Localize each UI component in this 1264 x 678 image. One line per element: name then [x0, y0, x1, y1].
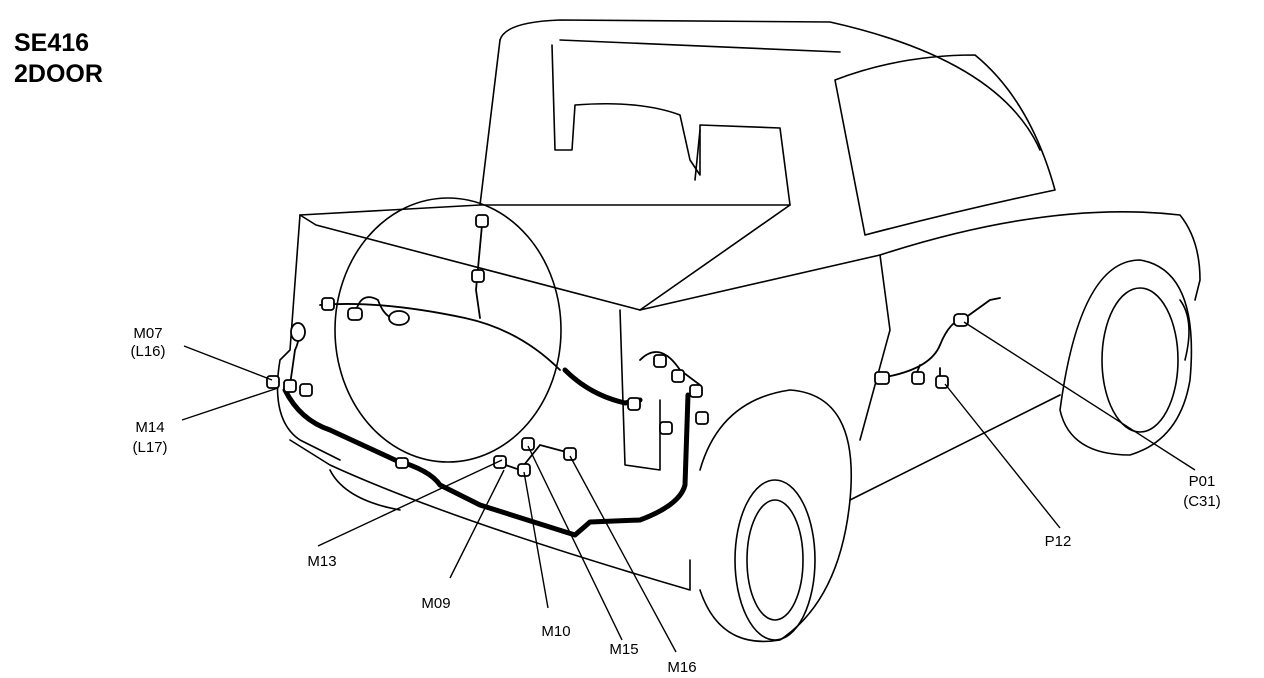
body-type: 2DOOR — [14, 60, 103, 88]
wire-harness — [282, 224, 1001, 538]
label-m07-sub: (L16) — [130, 343, 165, 360]
label-m14: M14 — [135, 419, 164, 436]
label-p01-sub: (C31) — [1183, 493, 1221, 510]
connector-blocks — [266, 214, 969, 477]
connector-labels: M07 (L16) M14 (L17) M13 M09 M10 M15 M16 … — [130, 325, 1220, 676]
vehicle-outline — [276, 19, 1201, 643]
label-m09: M09 — [421, 595, 450, 612]
label-p01: P01 — [1189, 473, 1216, 490]
label-p12: P12 — [1045, 533, 1072, 550]
leader-lines — [181, 321, 1196, 653]
label-m16: M16 — [667, 659, 696, 676]
label-m14-sub: (L17) — [132, 439, 167, 456]
label-m07: M07 — [133, 325, 162, 342]
label-m13: M13 — [307, 553, 336, 570]
label-m15: M15 — [609, 641, 638, 658]
diagram-title: SE416 2DOOR — [14, 28, 103, 90]
label-m10: M10 — [541, 623, 570, 640]
model-code: SE416 — [14, 29, 90, 57]
